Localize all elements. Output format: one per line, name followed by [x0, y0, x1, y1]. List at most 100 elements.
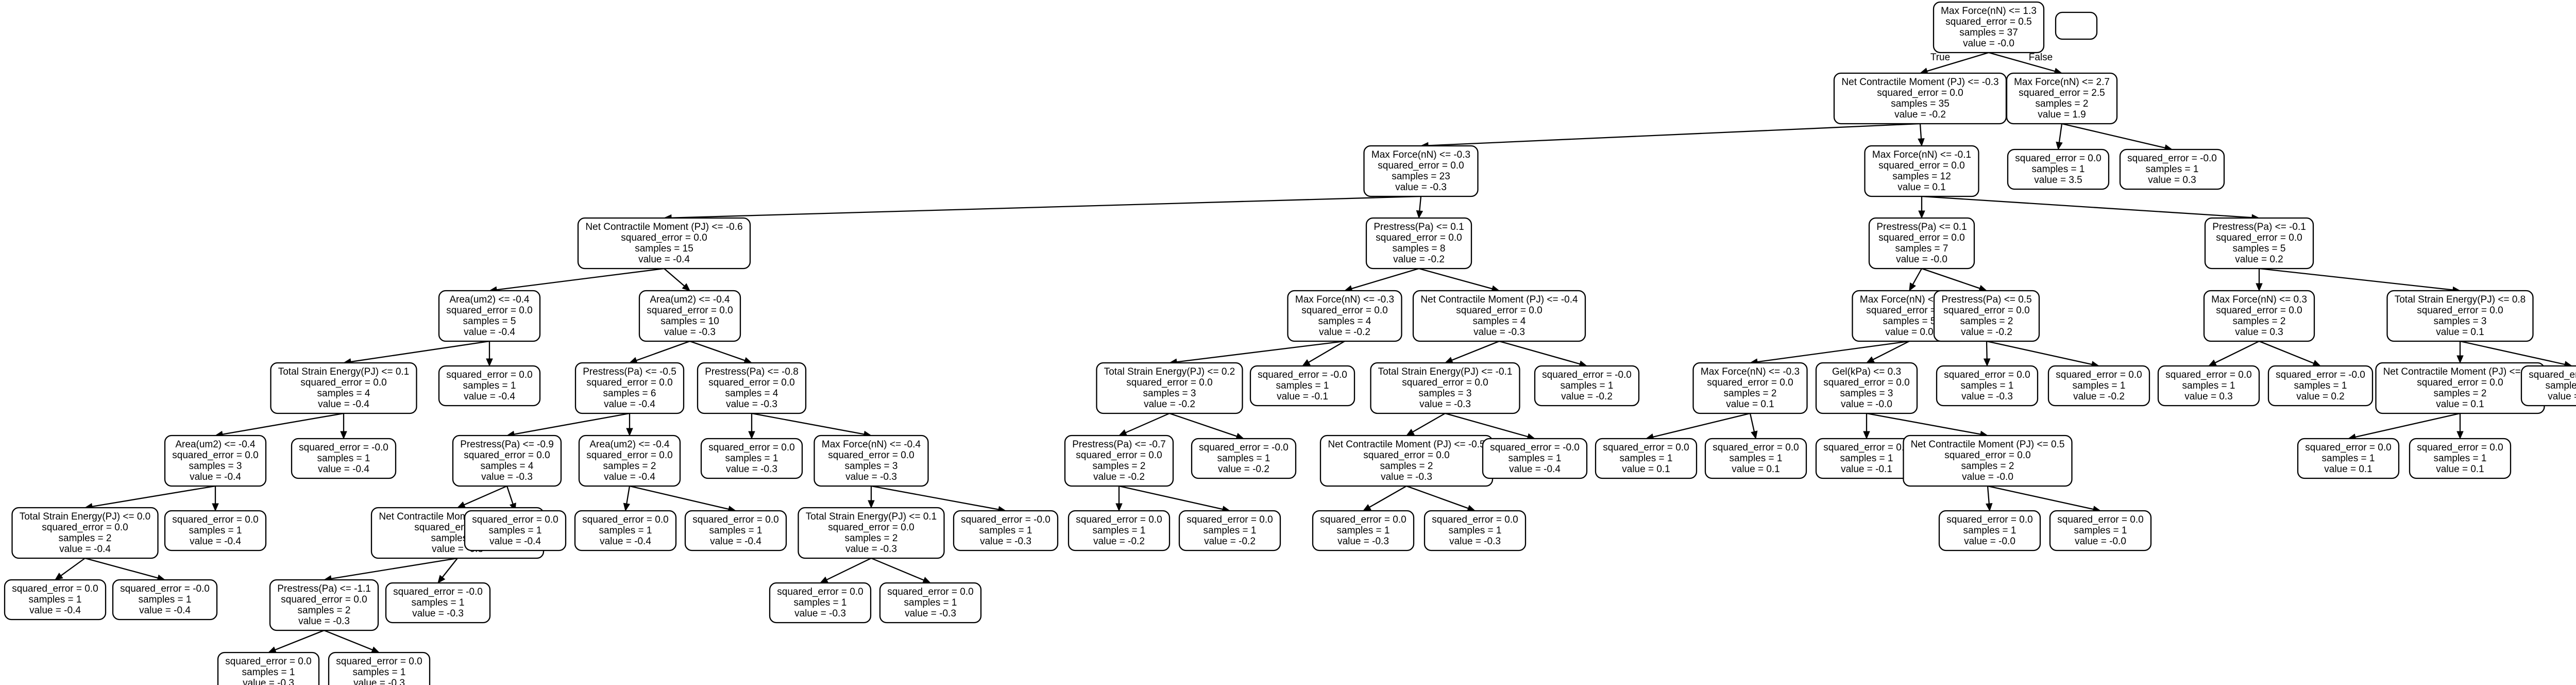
node-text-line: squared_error = 0.0 [2417, 305, 2503, 316]
node-text-line: samples = 1 [29, 594, 82, 605]
node-box [1864, 145, 1979, 197]
node-text-line: samples = 5 [2233, 243, 2286, 254]
node-text-line: value = -0.4 [489, 536, 541, 547]
node-text-line: Max Force(nN) <= 0.3 [2211, 294, 2307, 305]
node-text-line: value = 3.5 [2034, 175, 2082, 186]
node-text-line: value = -0.4 [638, 254, 690, 265]
edge-line [2061, 123, 2165, 148]
edge-line [1987, 485, 2094, 510]
node-text-line: samples = 1 [2146, 164, 2199, 175]
node-text-line: value = -0.1 [1841, 464, 1892, 475]
node-text-line: Max Force(nN) <= -0.3 [1701, 366, 1800, 377]
node-text-line: Area(um2) <= -0.4 [449, 294, 530, 305]
node-text-line: value = -0.3 [905, 608, 956, 619]
tree-edge [1444, 340, 1500, 363]
node-box [269, 579, 379, 631]
edge-line [871, 557, 924, 581]
node-text-line: samples = 3 [845, 461, 898, 472]
node-text-line: value = -0.3 [845, 544, 897, 555]
node-text-line: value = -0.4 [1509, 464, 1561, 475]
node-text-line: Total Strain Energy(PJ) <= 0.1 [278, 366, 410, 377]
node-text-line: Prestress(Pa) <= 0.1 [1876, 222, 1967, 232]
node-text-line: squared_error = 0.0 [1126, 377, 1212, 388]
tree-edge [324, 629, 380, 653]
node-box [464, 510, 567, 552]
edge-arrowhead [437, 575, 446, 583]
node-text-line: samples = 1 [1204, 525, 1257, 536]
edge-arrowhead [2056, 141, 2063, 151]
tree-edge [1301, 341, 1345, 366]
node-text-line: Total Strain Energy(PJ) <= 0.2 [1104, 366, 1235, 377]
tree-edge [1986, 340, 2100, 368]
node-box [270, 362, 417, 414]
node-text-line: samples = 1 [2322, 453, 2375, 464]
tree-edge [1749, 413, 1758, 440]
node-text-line: squared_error = -0.0 [2276, 370, 2365, 380]
tree-edge [2061, 123, 2173, 152]
node-text-line: Net Contractile Moment (PJ) <= -0.4 [1420, 294, 1578, 305]
node-text-line: squared_error = -0.0 [1490, 442, 1580, 453]
node-text-line: squared_error = 0.0 [1878, 160, 1964, 171]
tree-edge [1986, 486, 1993, 512]
node-text-line: samples = 37 [1959, 27, 2018, 38]
node-text-line: samples = 1 [1093, 525, 1146, 536]
edge-line [464, 485, 507, 506]
node-text-line: samples = 1 [189, 525, 242, 536]
node-text-line: squared_error = 0.0 [472, 514, 558, 525]
edge-line [1428, 123, 1921, 146]
tree-edge [2056, 123, 2063, 151]
edge-line [1866, 412, 1981, 435]
node-text-line: value = 0.0 [1885, 327, 1934, 338]
tree-edge [1344, 268, 1419, 292]
node-text-line: value = 0.3 [2235, 327, 2283, 338]
edge-arrowhead [54, 573, 63, 580]
node-text-line: squared_error = 0.0 [1944, 370, 2030, 380]
node-text-line: samples = 2 [2434, 388, 2487, 399]
node-text-line: squared_error = 0.0 [1713, 442, 1799, 453]
split-node: Net Contractile Moment (PJ) <= -0.4squar… [1412, 290, 1586, 342]
tree-edge [340, 413, 347, 440]
edge-arrowhead [623, 503, 631, 512]
tree-edge [2456, 341, 2464, 364]
tree-edge [663, 195, 1421, 222]
edge-arrowhead [1866, 356, 1875, 363]
node-text-line: Max Force(nN) <= -0.1 [1872, 149, 1971, 160]
node-box [814, 435, 929, 487]
node-text-line: squared_error = 0.0 [828, 522, 914, 533]
node-text-line: value = -0.2 [1561, 391, 1613, 402]
tree-edge [748, 413, 755, 440]
edge-line [1988, 52, 2055, 72]
edge-line [1451, 340, 1500, 361]
edge-line [2259, 268, 2453, 291]
edge-arrowhead [2256, 283, 2263, 292]
node-text-line: samples = 1 [2294, 380, 2347, 391]
edge-arrowhead [371, 646, 380, 653]
tree-edge [819, 557, 872, 583]
node-text-line: value = -0.2 [1319, 327, 1370, 338]
edge-line [1169, 412, 1238, 437]
node-box [1412, 290, 1586, 342]
node-box [1815, 362, 1918, 414]
node-box [438, 290, 541, 342]
edge-line [2259, 340, 2314, 364]
node-text-line: samples = 1 [1963, 525, 2016, 536]
node-text-line: squared_error = -0.0 [1542, 370, 1632, 380]
edge-arrowhead [1918, 138, 1925, 147]
node-box [2006, 72, 2118, 125]
node-box [574, 362, 685, 414]
node-text-line: samples = 3 [189, 461, 242, 472]
node-text-line: Total Strain Energy(PJ) <= 0.0 [20, 511, 151, 522]
node-text-line: samples = 1 [2182, 380, 2235, 391]
node-text-line: value = -0.3 [481, 472, 533, 482]
